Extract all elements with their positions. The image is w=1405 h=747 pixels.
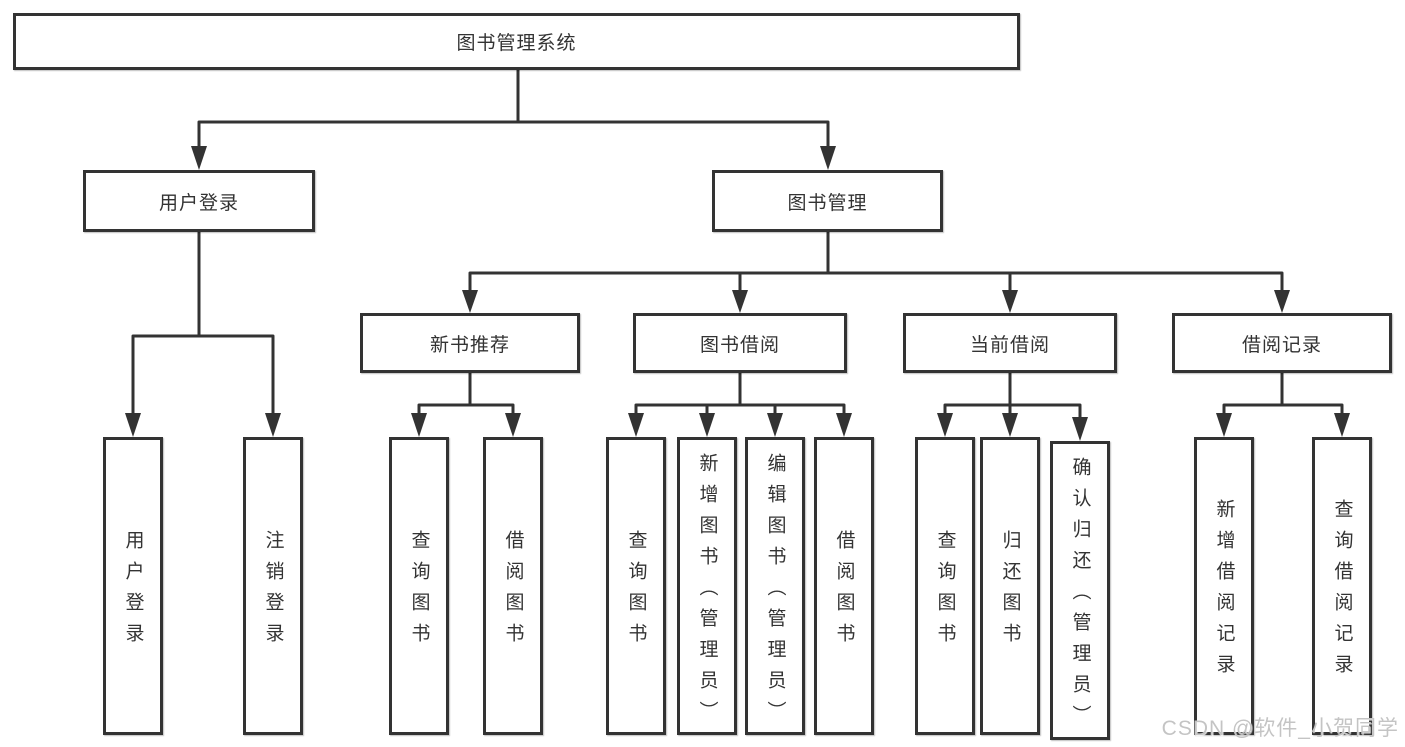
arrow-leaf: [937, 413, 953, 437]
leaf-br-add-borrow-record-label: 新增借阅记录: [1213, 499, 1235, 685]
connector-book-management-branch: [468, 230, 1284, 293]
leaf-nb-query-books-label: 查询图书: [408, 530, 430, 654]
connector-user-login-branch: [131, 230, 275, 416]
leaf-bb-edit-books-admin: 编辑图书（管理员）: [745, 437, 805, 735]
leaf-br-add-borrow-record: 新增借阅记录: [1194, 437, 1254, 735]
connector-book-borrowing-branch: [634, 371, 846, 416]
connector-borrowing-records-branch: [1222, 371, 1344, 416]
arrow-leaf: [1216, 413, 1232, 437]
leaf-user-login: 用户登录: [103, 437, 163, 735]
node-book-borrowing-label: 图书借阅: [699, 334, 780, 356]
leaf-bb-query-books-label: 查询图书: [625, 530, 647, 654]
watermark: CSDN @软件_小贺同学: [1161, 717, 1399, 740]
leaf-bb-query-books: 查询图书: [606, 437, 666, 735]
node-new-book-recommend-label: 新书推荐: [429, 334, 510, 356]
arrow-leaf: [1334, 413, 1350, 437]
arrow-leaf: [628, 413, 644, 437]
connector-root-to-level1: [197, 68, 830, 149]
connector-current-borrowing-branch: [943, 371, 1082, 420]
leaf-cb-confirm-return-admin: 确认归还（管理员）: [1050, 441, 1110, 740]
leaf-bb-borrow-books: 借阅图书: [814, 437, 874, 735]
node-book-management: 图书管理: [712, 170, 943, 232]
arrow-to-book-management: [820, 146, 836, 170]
leaf-br-query-borrow-record-label: 查询借阅记录: [1331, 499, 1353, 685]
arrow-leaf: [411, 413, 427, 437]
node-book-management-label: 图书管理: [787, 192, 868, 214]
leaf-logout-login-label: 注销登录: [262, 530, 284, 654]
arrow-to-user-login: [191, 146, 207, 170]
leaf-cb-confirm-return-admin-label: 确认归还（管理员）: [1069, 457, 1091, 736]
arrow-to-borrowing-records: [1274, 290, 1290, 313]
node-current-borrowing-label: 当前借阅: [969, 334, 1050, 356]
node-current-borrowing: 当前借阅: [903, 313, 1117, 373]
leaf-br-query-borrow-record: 查询借阅记录: [1312, 437, 1372, 735]
node-borrowing-records-label: 借阅记录: [1241, 334, 1322, 356]
leaf-cb-query-books: 查询图书: [915, 437, 975, 735]
arrow-leaf: [1002, 413, 1018, 437]
arrow-leaf: [125, 413, 141, 437]
leaf-cb-return-books: 归还图书: [980, 437, 1040, 735]
connector-new-book-branch: [417, 371, 515, 416]
leaf-nb-borrow-books: 借阅图书: [483, 437, 543, 735]
node-root: 图书管理系统: [13, 13, 1020, 70]
arrow-leaf: [699, 413, 715, 437]
arrow-leaf: [767, 413, 783, 437]
leaf-nb-query-books: 查询图书: [389, 437, 449, 735]
leaf-bb-add-books-admin-label: 新增图书（管理员）: [696, 452, 718, 732]
arrow-leaf: [1072, 417, 1088, 441]
leaf-bb-edit-books-admin-label: 编辑图书（管理员）: [764, 452, 786, 732]
arrow-leaf: [836, 413, 852, 437]
node-user-login: 用户登录: [83, 170, 315, 232]
node-new-book-recommend: 新书推荐: [360, 313, 580, 373]
arrow-to-book-borrowing: [732, 290, 748, 313]
leaf-nb-borrow-books-label: 借阅图书: [502, 530, 524, 654]
leaf-cb-query-books-label: 查询图书: [934, 530, 956, 654]
node-borrowing-records: 借阅记录: [1172, 313, 1392, 373]
node-root-label: 图书管理系统: [456, 33, 577, 54]
node-user-login-label: 用户登录: [158, 192, 239, 214]
leaf-user-login-label: 用户登录: [122, 530, 144, 654]
leaf-cb-return-books-label: 归还图书: [999, 530, 1021, 654]
leaf-logout-login: 注销登录: [243, 437, 303, 735]
leaf-bb-add-books-admin: 新增图书（管理员）: [677, 437, 737, 735]
arrow-leaf: [505, 413, 521, 437]
node-book-borrowing: 图书借阅: [633, 313, 847, 373]
arrow-to-new-book: [462, 290, 478, 313]
arrow-to-current-borrowing: [1002, 290, 1018, 313]
leaf-bb-borrow-books-label: 借阅图书: [833, 530, 855, 654]
arrow-leaf: [265, 413, 281, 437]
